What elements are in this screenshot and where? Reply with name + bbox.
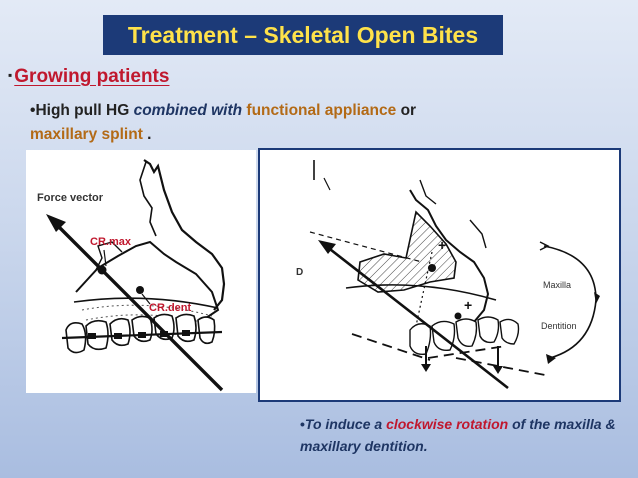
section-heading: ▪Growing patients [8, 66, 169, 88]
title-banner: Treatment – Skeletal Open Bites [103, 15, 503, 55]
treatment-text-4: functional appliance [246, 102, 397, 119]
maxilla-label: Maxilla [543, 280, 572, 290]
cr-dent-label: CR.dent [149, 302, 192, 314]
treatment-text-6: maxillary splint [30, 126, 143, 143]
treatment-text-2: combined with [133, 102, 243, 119]
treatment-text-7: . [142, 126, 152, 143]
square-bullet-icon: ▪ [8, 68, 13, 82]
maxilla-force-diagram [46, 159, 226, 392]
rotation-diagram: + + [309, 160, 600, 390]
treatment-text-1: High pull HG [35, 102, 134, 119]
note-bullet-icon: • [300, 416, 305, 432]
rotation-note: •To induce a clockwise rotation of the m… [300, 413, 620, 457]
section-heading-text: Growing patients [14, 66, 170, 87]
left-figure: Force vector CR.max CR.dent [26, 150, 256, 393]
treatment-text-5: or [396, 102, 417, 119]
force-vector-label: Force vector [37, 192, 104, 204]
right-figure: + + D Maxilla Dentition [258, 148, 621, 402]
note-text-1: To induce a [304, 416, 387, 432]
svg-text:+: + [464, 297, 472, 313]
slide-title: Treatment – Skeletal Open Bites [127, 21, 479, 48]
dentition-label: Dentition [541, 321, 577, 331]
note-text-2: clockwise rotation [386, 416, 509, 432]
cr-max-label: CR.max [90, 236, 131, 248]
svg-text:+: + [438, 237, 446, 253]
bullet-icon: • [30, 102, 36, 119]
d-label: D [296, 267, 304, 278]
note-text-3: of the maxilla & maxillary dentition. [300, 416, 616, 454]
treatment-paragraph: •High pull HG combined with functional a… [30, 99, 530, 147]
